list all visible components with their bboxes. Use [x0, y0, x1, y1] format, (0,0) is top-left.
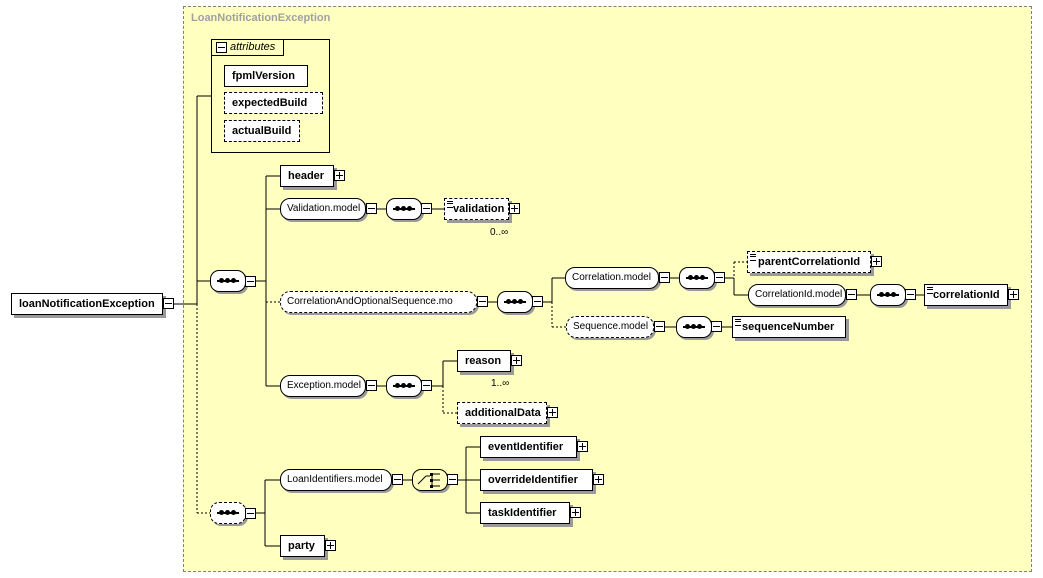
- sequence-number-element[interactable]: sequenceNumber: [732, 316, 846, 338]
- documentation-icon: [750, 254, 756, 261]
- sequence-model-sequence-toggle[interactable]: [711, 321, 722, 332]
- attr-fpml-version[interactable]: fpmlVersion: [224, 65, 308, 87]
- party-element[interactable]: party: [280, 535, 325, 557]
- root-element[interactable]: loanNotificationException: [11, 293, 163, 315]
- documentation-icon: [927, 287, 933, 294]
- optional-sequence-toggle[interactable]: [245, 508, 256, 519]
- main-sequence-toggle[interactable]: [245, 276, 256, 287]
- sequence-model-group[interactable]: Sequence.model: [566, 316, 654, 338]
- loan-identifiers-model-toggle[interactable]: [392, 474, 403, 485]
- override-identifier-expand-toggle[interactable]: [593, 474, 604, 485]
- optional-sequence-compositor: [210, 502, 246, 524]
- attributes-collapse-toggle[interactable]: [216, 42, 227, 53]
- exception-model-group[interactable]: Exception.model: [280, 375, 366, 397]
- correlation-and-optional-sequence-group[interactable]: CorrelationAndOptionalSequence.mo: [280, 291, 477, 313]
- header-element[interactable]: header: [280, 165, 334, 187]
- validation-element[interactable]: validation: [444, 198, 509, 220]
- documentation-icon: [447, 201, 453, 208]
- override-identifier-element[interactable]: overrideIdentifier: [480, 469, 593, 491]
- exception-sequence-compositor: [386, 375, 422, 397]
- correlation-model-group[interactable]: Correlation.model: [565, 267, 659, 289]
- validation-model-group[interactable]: Validation.model: [280, 198, 366, 220]
- additional-data-expand-toggle[interactable]: [547, 407, 558, 418]
- root-collapse-toggle[interactable]: [163, 298, 174, 309]
- party-expand-toggle[interactable]: [325, 540, 336, 551]
- correlation-id-element[interactable]: correlationId: [924, 284, 1008, 306]
- choice-toggle[interactable]: [447, 474, 458, 485]
- validation-sequence-toggle[interactable]: [421, 203, 432, 214]
- correlation-id-expand-toggle[interactable]: [1008, 289, 1019, 300]
- complex-type-title: LoanNotificationException: [191, 12, 331, 24]
- loan-identifiers-model-group[interactable]: LoanIdentifiers.model: [280, 469, 392, 491]
- correlation-model-sequence-toggle[interactable]: [714, 272, 725, 283]
- validation-sequence-compositor: [386, 198, 422, 220]
- correlation-id-sequence-toggle[interactable]: [905, 289, 916, 300]
- task-identifier-element[interactable]: taskIdentifier: [480, 502, 570, 524]
- correlation-model-toggle[interactable]: [659, 272, 670, 283]
- exception-model-toggle[interactable]: [366, 380, 377, 391]
- attributes-label: attributes: [230, 41, 276, 53]
- parent-correlation-id-element[interactable]: parentCorrelationId: [747, 251, 871, 273]
- attr-actual-build[interactable]: actualBuild: [224, 120, 300, 142]
- validation-expand-toggle[interactable]: [509, 203, 520, 214]
- header-expand-toggle[interactable]: [334, 170, 345, 181]
- correlation-model-sequence-compositor: [679, 267, 715, 289]
- validation-occurrence: 0..∞: [490, 227, 509, 238]
- documentation-icon: [735, 319, 741, 326]
- correlation-id-sequence-compositor: [870, 284, 906, 306]
- correlation-and-optional-sequence-toggle[interactable]: [477, 296, 488, 307]
- correlation-sequence-compositor: [497, 291, 533, 313]
- additional-data-element[interactable]: additionalData: [457, 402, 547, 424]
- exception-sequence-toggle[interactable]: [421, 380, 432, 391]
- event-identifier-expand-toggle[interactable]: [577, 441, 588, 452]
- correlation-id-model-toggle[interactable]: [846, 289, 857, 300]
- reason-occurrence: 1..∞: [491, 378, 510, 389]
- correlation-id-model-group[interactable]: CorrelationId.model: [748, 284, 846, 306]
- event-identifier-element[interactable]: eventIdentifier: [480, 436, 577, 458]
- sequence-model-toggle[interactable]: [654, 321, 665, 332]
- parent-correlation-id-expand-toggle[interactable]: [871, 256, 882, 267]
- correlation-sequence-toggle[interactable]: [532, 296, 543, 307]
- task-identifier-expand-toggle[interactable]: [570, 507, 581, 518]
- attributes-tab: [211, 39, 284, 56]
- reason-expand-toggle[interactable]: [511, 355, 522, 366]
- validation-model-toggle[interactable]: [366, 203, 377, 214]
- reason-element[interactable]: reason: [457, 350, 511, 372]
- choice-compositor: [412, 469, 448, 491]
- attr-expected-build[interactable]: expectedBuild: [224, 92, 323, 114]
- main-sequence-compositor: [210, 270, 246, 292]
- sequence-model-sequence-compositor: [676, 316, 712, 338]
